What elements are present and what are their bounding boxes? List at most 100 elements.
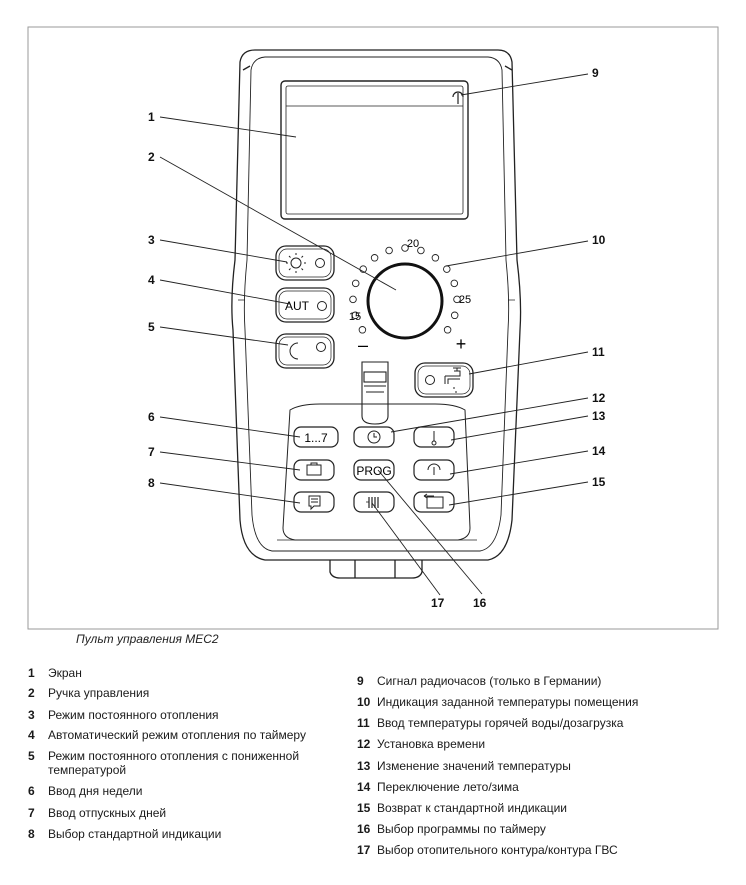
control-panel-illustration: AUT 20 15 25 – + 1...7 (27, 26, 719, 630)
scale-minus: – (358, 335, 368, 355)
temperature-led (358, 326, 367, 334)
set-time-button[interactable] (353, 426, 395, 448)
callout-11: 11 (592, 345, 605, 359)
reduced-heating-button[interactable] (275, 333, 335, 369)
summer-winter-button[interactable] (413, 459, 455, 481)
umbrella-icon (427, 463, 441, 475)
temperature-led (401, 244, 409, 252)
legend-text: Переключение лето/зима (377, 780, 519, 794)
legend-text: Возврат к стандартной индикации (377, 801, 568, 815)
legend-number: 5 (28, 749, 35, 763)
standard-display-button[interactable] (293, 491, 335, 513)
temperature-led-ring (349, 244, 461, 334)
prog-label: PROG (356, 464, 391, 478)
return-arrow-icon (423, 493, 444, 509)
temperature-led (370, 254, 379, 262)
sun-icon (286, 253, 306, 273)
display-screen (280, 80, 469, 220)
info-card-icon (308, 495, 321, 511)
legend-number: 15 (357, 801, 371, 815)
callout-10: 10 (592, 233, 606, 247)
callout-9: 9 (592, 66, 599, 80)
temperature-led (443, 265, 451, 273)
legend-number: 9 (357, 674, 364, 688)
legend-number: 3 (28, 708, 35, 722)
radio-signal-icon (452, 91, 464, 104)
temperature-led (385, 246, 393, 255)
callout-14: 14 (592, 444, 606, 458)
legend-text: Выбор стандартной индикации (48, 827, 222, 841)
callout-16: 16 (473, 596, 487, 610)
water-tap-icon (444, 367, 461, 393)
figure-frame (27, 26, 719, 630)
holiday-button[interactable] (293, 459, 335, 481)
legend-number: 8 (28, 827, 35, 841)
legend-text: Режим постоянного отопления (48, 708, 219, 722)
radiator-icon (366, 497, 379, 508)
continuous-heating-button[interactable] (275, 245, 335, 281)
legend-text: Режим постоянного отопления с пониженной… (48, 749, 300, 777)
callout-numbers: 1 2 3 4 5 6 7 8 9 10 11 12 13 14 15 16 1… (148, 66, 606, 610)
legend-number: 13 (357, 759, 371, 773)
temperature-led (431, 254, 440, 262)
moon-icon (289, 342, 299, 360)
callout-lines (159, 73, 589, 596)
control-knob[interactable] (366, 262, 444, 340)
legend-number: 10 (357, 695, 371, 709)
circuit-select-button[interactable] (353, 491, 395, 513)
callout-4: 4 (148, 273, 155, 287)
scale-label-25: 25 (459, 294, 471, 306)
clock-icon (367, 430, 381, 444)
thermometer-icon (431, 431, 437, 446)
legend-text: Изменение значений температуры (377, 759, 571, 773)
legend-text: Сигнал радиочасов (только в Германии) (377, 674, 602, 688)
legend-number: 14 (357, 780, 371, 794)
temperature-change-button[interactable] (413, 426, 455, 448)
temperature-led (450, 279, 459, 288)
callout-8: 8 (148, 476, 155, 490)
temperature-led (349, 295, 357, 304)
temperature-led (417, 246, 425, 255)
legend-text: Ручка управления (48, 686, 150, 700)
prog-button[interactable]: PROG (353, 459, 395, 481)
temperature-led (443, 326, 452, 334)
legend-number: 6 (28, 784, 35, 798)
callout-6: 6 (148, 410, 155, 424)
callout-13: 13 (592, 409, 606, 423)
callout-7: 7 (148, 445, 155, 459)
return-button[interactable] (413, 491, 455, 513)
scale-label-15: 15 (349, 311, 361, 323)
suitcase-icon (306, 462, 322, 476)
device-body (231, 49, 522, 579)
temperature-led (351, 311, 360, 320)
callout-15: 15 (592, 475, 606, 489)
callout-3: 3 (148, 233, 155, 247)
scale-label-20: 20 (407, 238, 419, 250)
legend-number: 17 (357, 843, 371, 857)
legend-text: Установка времени (377, 737, 486, 751)
callout-2: 2 (148, 150, 155, 164)
legend-text: Ввод температуры горячей воды/дозагрузка (377, 716, 624, 730)
callout-1: 1 (148, 110, 155, 124)
diagram-figure: AUT 20 15 25 – + 1...7 (27, 26, 719, 630)
hot-water-button[interactable] (414, 362, 474, 398)
auto-mode-button[interactable]: AUT (275, 287, 335, 323)
legend-text: Экран (48, 666, 82, 680)
temperature-led (351, 279, 360, 288)
legend-number: 16 (357, 822, 371, 836)
scale-plus: + (456, 334, 467, 354)
weekday-label: 1...7 (304, 431, 328, 445)
legend-text: Индикация заданной температуры помещения (377, 695, 639, 709)
callout-5: 5 (148, 320, 155, 334)
legend-number: 11 (357, 716, 370, 730)
legend-number: 1 (28, 666, 35, 680)
temperature-led (453, 295, 461, 304)
auto-label: AUT (285, 299, 310, 313)
legend-number: 2 (28, 686, 35, 700)
legend-text: Автоматический режим отопления по таймер… (48, 728, 306, 742)
legend-number: 12 (357, 737, 371, 751)
legend-text: Выбор программы по таймеру (377, 822, 546, 836)
legend-text: Выбор отопительного контура/контура ГВС (377, 843, 618, 857)
legend-number: 4 (28, 728, 35, 742)
weekday-button[interactable]: 1...7 (293, 426, 339, 448)
